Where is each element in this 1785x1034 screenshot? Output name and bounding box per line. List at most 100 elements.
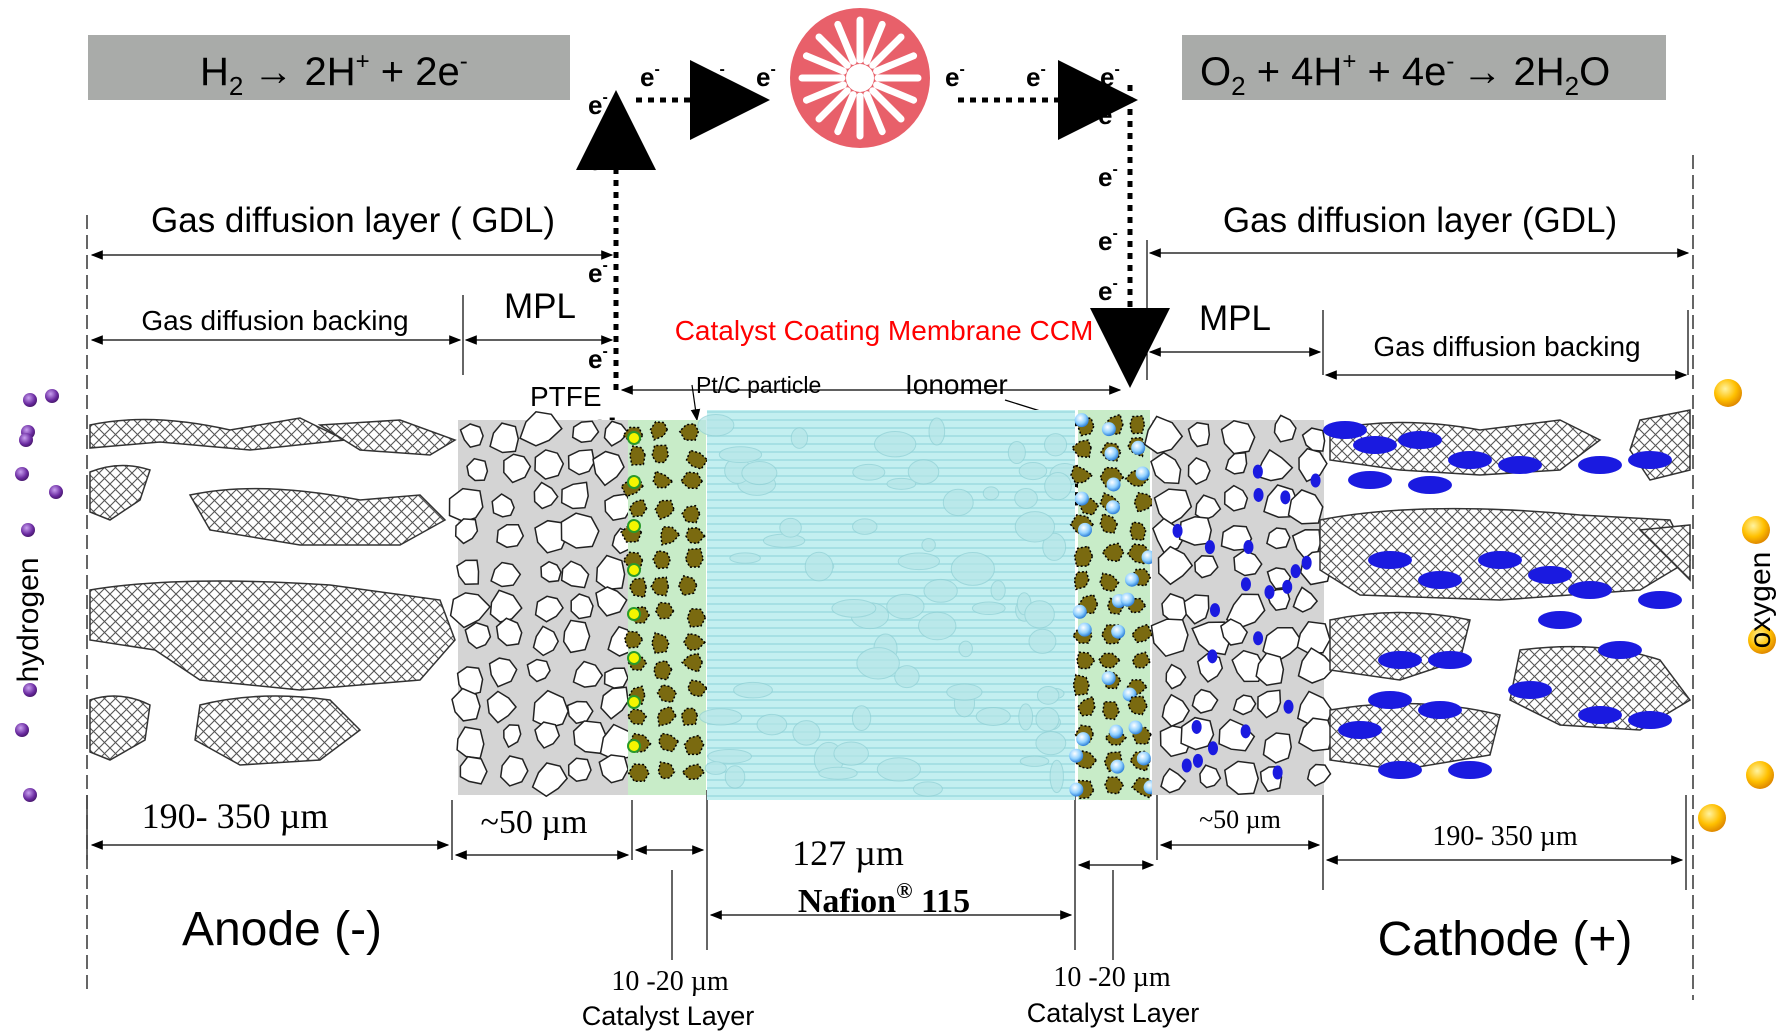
- mpl-grain: [1220, 618, 1249, 646]
- oxygen-molecule: [1253, 487, 1264, 502]
- pt-c-particle: [1102, 701, 1120, 721]
- oxygen-molecule: [1378, 651, 1422, 669]
- mpl-grain: [1165, 663, 1187, 690]
- oxygen-molecule: [1628, 451, 1672, 469]
- ionomer-bubble: [1106, 477, 1121, 492]
- mpl-grain: [1143, 415, 1184, 455]
- proton-icon: [627, 607, 641, 621]
- mpl-grain: [562, 619, 591, 654]
- hydrogen-dot: [19, 433, 33, 447]
- oxygen-molecule: [1209, 603, 1220, 618]
- mpl-grain: [1266, 527, 1291, 550]
- anode-label: Anode (-): [182, 903, 382, 956]
- cathode-mpl: [1143, 414, 1336, 795]
- water-droplet: [1019, 755, 1050, 767]
- anode-reaction-box: [88, 35, 570, 100]
- mpl-grain: [1301, 427, 1326, 452]
- mpl-grain: [534, 595, 564, 623]
- oxygen-molecule: [1172, 523, 1183, 538]
- pt-c-particle: [685, 449, 709, 470]
- oxygen-molecule: [1204, 540, 1215, 555]
- ionomer-bubble: [1074, 491, 1089, 506]
- oxygen-molecule: [1348, 471, 1392, 489]
- water-droplet: [718, 446, 763, 464]
- mpl-grain: [1150, 451, 1182, 485]
- load-icon: [790, 8, 930, 148]
- pt-c-particle: [1071, 439, 1092, 459]
- pt-c-particle: [1099, 572, 1120, 593]
- mpl-grain: [1178, 516, 1212, 546]
- mpl-grain: [449, 592, 492, 629]
- gdb-right-dimension: 190- 350 µm: [1432, 821, 1577, 852]
- mpl-left-dimension: ~50 µm: [481, 804, 588, 841]
- mpl-grain: [571, 420, 600, 443]
- mpl-grain: [1199, 764, 1222, 789]
- mpl-grain: [572, 660, 604, 688]
- gdb-right-label: Gas diffusion backing: [1373, 331, 1640, 362]
- ionomer-bubble: [1136, 751, 1151, 766]
- anode-catalyst-layer: [620, 420, 709, 795]
- oxygen-molecule: [1283, 699, 1294, 714]
- pt-c-particle: [651, 444, 669, 464]
- electron-label: e-: [640, 61, 660, 92]
- water-droplet: [1024, 600, 1055, 629]
- mpl-grain: [490, 561, 522, 588]
- electron-label: e-: [1098, 161, 1118, 192]
- catalyst-right-label: Catalyst Layer: [1027, 998, 1200, 1028]
- water-droplet: [958, 640, 973, 658]
- mpl-grain: [1297, 647, 1336, 684]
- hydrogen-dot: [23, 393, 37, 407]
- mpl-grain: [1183, 594, 1210, 625]
- oxygen-dot: [1742, 516, 1770, 544]
- mpl-grain: [533, 481, 559, 510]
- pt-c-particle: [654, 601, 675, 620]
- pt-c-particle: [680, 471, 704, 490]
- water-droplet: [982, 486, 1000, 501]
- oxygen-dot: [1748, 626, 1776, 654]
- mpl-grain: [1218, 718, 1256, 752]
- mpl-grain: [486, 690, 517, 724]
- oxygen-molecule: [1448, 451, 1492, 469]
- mpl-grain: [1160, 767, 1187, 794]
- oxygen-dot: [1698, 804, 1726, 832]
- pt-c-particle: [656, 684, 678, 704]
- oxygen-molecule: [1538, 611, 1582, 629]
- oxygen-molecule: [1628, 711, 1672, 729]
- cathode-label: Cathode (+): [1378, 913, 1633, 966]
- mpl-grain: [466, 457, 489, 482]
- oxygen-molecule: [1428, 651, 1472, 669]
- mpl-grain: [488, 657, 518, 688]
- ccm-label: Catalyst Coating Membrane CCM: [675, 315, 1094, 346]
- pt-c-particle: [657, 732, 680, 753]
- electron-label: e-: [1098, 275, 1118, 306]
- water-droplet: [1044, 433, 1068, 457]
- water-droplet: [912, 781, 943, 797]
- pt-c-particle: [681, 504, 701, 524]
- mpl-grain: [603, 420, 630, 447]
- pt-c-particle: [652, 549, 672, 570]
- water-droplet: [876, 757, 921, 782]
- mpl-grain: [570, 593, 594, 620]
- mpl-grain: [534, 519, 568, 554]
- oxygen-molecule: [1240, 577, 1251, 592]
- mpl-grain: [604, 493, 634, 522]
- oxygen-molecule: [1192, 753, 1203, 768]
- oxygen-molecule: [1478, 551, 1522, 569]
- anode-gas-diffusion-backing: [89, 417, 457, 766]
- water-droplet: [856, 647, 900, 680]
- mpl-grain: [1194, 494, 1222, 521]
- pt-c-particle: [1131, 651, 1152, 669]
- water-droplet: [1014, 511, 1056, 543]
- mpl-grain: [526, 658, 551, 683]
- water-droplet: [779, 517, 802, 538]
- water-droplet: [1014, 487, 1038, 509]
- electron-label: e-: [588, 343, 608, 374]
- water-droplet: [833, 741, 869, 766]
- pt-c-particle: [1131, 623, 1154, 644]
- water-droplet: [831, 598, 877, 618]
- water-droplet: [950, 551, 995, 586]
- water-droplet: [792, 720, 821, 746]
- cathode-reaction: O2 + 4H+ + 4e-→ 2H2O: [1200, 48, 1610, 101]
- mpl-grain: [598, 754, 629, 784]
- mpl-grain: [572, 720, 608, 755]
